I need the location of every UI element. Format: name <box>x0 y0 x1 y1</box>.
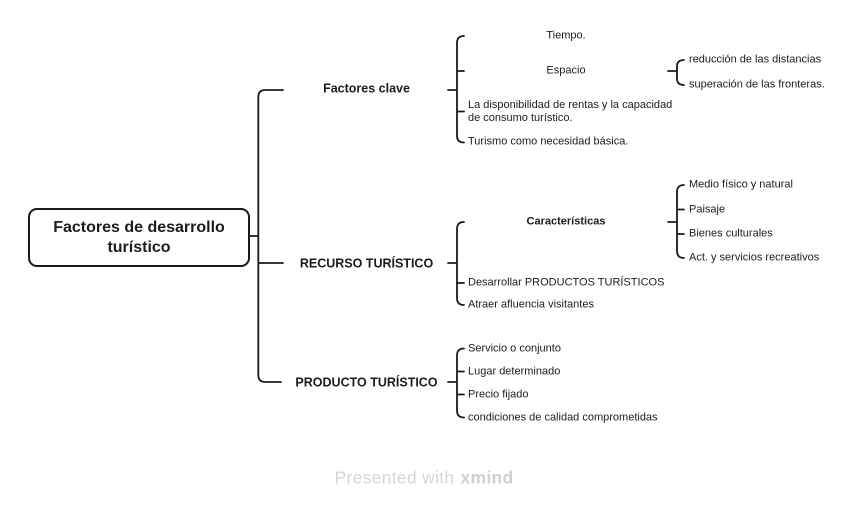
subtopic-turismo-necesidad[interactable]: Turismo como necesidad básica. <box>468 135 629 148</box>
subtopic-disponibilidad-rentas[interactable]: La disponibilidad de rentas y la capacid… <box>468 99 673 124</box>
subtopic-desarrollar-productos[interactable]: Desarrollar PRODUCTOS TURÍSTICOS <box>468 276 665 289</box>
subtopic-caracteristicas[interactable]: Características <box>526 215 606 228</box>
subtopic-lugar-determinado[interactable]: Lugar determinado <box>468 365 561 378</box>
subtopic-reduccion-distancias[interactable]: reducción de las distancias <box>689 53 822 66</box>
watermark-text: Presented with <box>334 467 455 488</box>
producto-brace-line <box>447 347 465 419</box>
topic-producto-turistico[interactable]: PRODUCTO TURÍSTICO <box>295 375 438 389</box>
topic-factores-clave[interactable]: Factores clave <box>323 81 410 96</box>
subtopic-bienes-culturales[interactable]: Bienes culturales <box>689 227 773 240</box>
root-topic[interactable]: Factores de desarrollo turístico <box>28 208 250 267</box>
espacio-brace-line <box>667 59 685 86</box>
subtopic-atraer-afluencia[interactable]: Atraer afluencia visitantes <box>468 298 594 311</box>
subtopic-servicio-conjunto[interactable]: Servicio o conjunto <box>468 342 561 355</box>
subtopic-act-servicios-recreativos[interactable]: Act. y servicios recreativos <box>689 251 820 264</box>
xmind-logo-text: xmind <box>460 467 514 488</box>
subtopic-precio-fijado[interactable]: Precio fijado <box>468 388 529 400</box>
recurso-brace-line <box>447 221 465 306</box>
topic-recurso-turistico[interactable]: RECURSO TURÍSTICO <box>299 256 434 270</box>
subtopic-tiempo[interactable]: Tiempo. <box>546 29 586 41</box>
subtopic-medio-fisico[interactable]: Medio físico y natural <box>689 178 793 191</box>
watermark: Presented with xmind <box>0 468 848 489</box>
subtopic-condiciones-calidad[interactable]: condiciones de calidad comprometidas <box>468 411 658 423</box>
caracteristicas-brace-line <box>667 184 685 259</box>
factores-clave-brace-line <box>447 35 465 144</box>
subtopic-paisaje[interactable]: Paisaje <box>689 203 726 215</box>
subtopic-superacion-fronteras[interactable]: superación de las fronteras. <box>689 78 825 91</box>
main-brace-line <box>249 89 284 383</box>
subtopic-espacio[interactable]: Espacio <box>546 64 586 77</box>
